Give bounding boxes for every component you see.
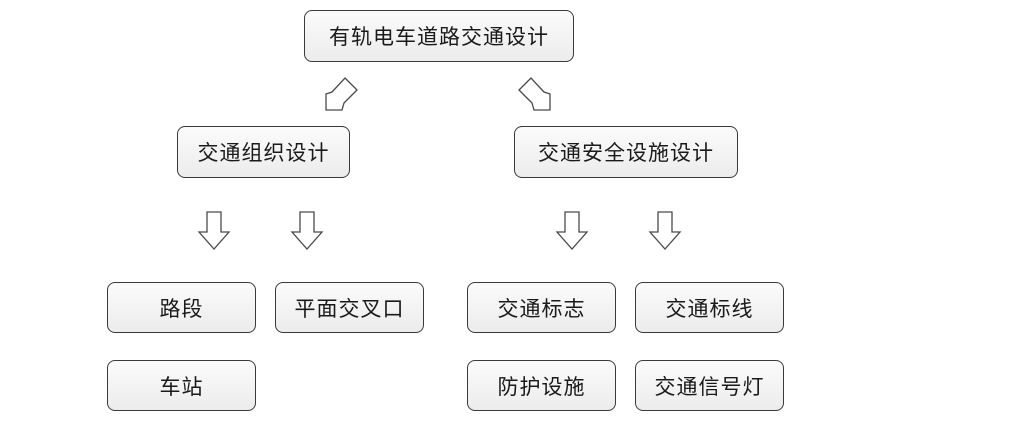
- arrow-safety-to-signs: [555, 211, 589, 250]
- leaf-node-level-intersection: 平面交叉口: [275, 282, 424, 333]
- leaf-node-traffic-signs: 交通标志: [467, 282, 616, 333]
- branch-node-traffic-organization: 交通组织设计: [177, 126, 350, 178]
- root-node: 有轨电车道路交通设计: [304, 10, 574, 62]
- arrow-safety-to-markings: [648, 211, 682, 250]
- arrow-root-to-organization: [325, 77, 358, 111]
- leaf-node-traffic-signal-lights: 交通信号灯: [635, 360, 784, 411]
- arrow-root-to-safety: [518, 77, 551, 111]
- leaf-node-traffic-markings: 交通标线: [635, 282, 784, 333]
- arrow-organization-to-road-section: [197, 211, 231, 250]
- leaf-node-station: 车站: [107, 360, 256, 411]
- leaf-node-road-section: 路段: [107, 282, 256, 333]
- branch-node-traffic-safety-facilities: 交通安全设施设计: [514, 126, 738, 178]
- leaf-node-protective-facilities: 防护设施: [467, 360, 616, 411]
- arrow-organization-to-intersection: [290, 211, 324, 250]
